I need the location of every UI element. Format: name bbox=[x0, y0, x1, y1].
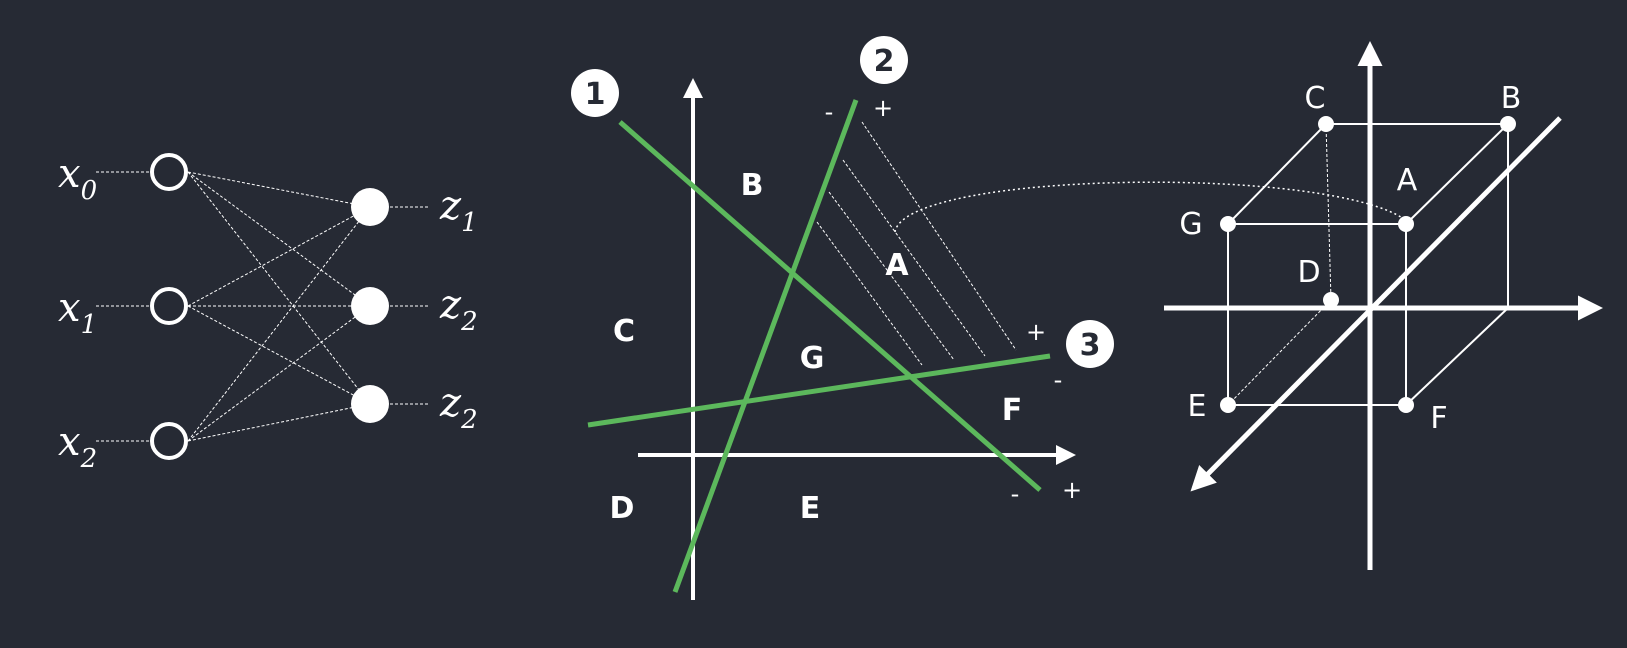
connection-x0-z2 bbox=[187, 171, 371, 307]
cube-vertex-g bbox=[1220, 216, 1236, 232]
region-label-a: A bbox=[885, 248, 909, 283]
line-badge-1-text: 1 bbox=[585, 77, 606, 112]
line-badge-3-text: 3 bbox=[1080, 328, 1101, 363]
input-node-x0 bbox=[150, 153, 188, 191]
line-3-plus-sign: + bbox=[1026, 318, 1046, 346]
boundary-line-1 bbox=[618, 120, 1042, 492]
line-badge-2-text: 2 bbox=[874, 44, 895, 79]
line-badge-3 bbox=[1066, 320, 1114, 368]
line-2-minus-sign: - bbox=[825, 98, 834, 126]
input-label-x2: x2 bbox=[58, 419, 97, 474]
line-1-plus-sign: + bbox=[1062, 476, 1082, 504]
cube-vertex-e bbox=[1220, 397, 1236, 413]
region-a-hatching bbox=[816, 121, 1017, 366]
connection-x1-z3 bbox=[187, 305, 371, 405]
cube-plot: C B A G D E F bbox=[1164, 41, 1603, 570]
cube-y-axis bbox=[1190, 116, 1562, 492]
output-node-z3 bbox=[351, 385, 389, 423]
cube-label-c: C bbox=[1305, 81, 1326, 116]
connection-x1-z1 bbox=[187, 206, 371, 307]
input-label-x0: x0 bbox=[58, 151, 97, 206]
region-label-d: D bbox=[610, 491, 635, 526]
connection-x0-z3 bbox=[187, 171, 371, 405]
cube-label-d: D bbox=[1297, 255, 1320, 290]
connection-x2-z1 bbox=[187, 206, 371, 442]
cube-vertex-a bbox=[1398, 216, 1414, 232]
cube-label-e: E bbox=[1188, 389, 1207, 424]
cube-vertex-b bbox=[1500, 116, 1516, 132]
output-label-z1: z1 bbox=[439, 183, 478, 238]
cube-label-b: B bbox=[1501, 81, 1522, 116]
connection-x2-z2 bbox=[187, 305, 371, 442]
boundary-line-3 bbox=[587, 353, 1051, 428]
mapping-connector bbox=[894, 181, 1409, 233]
network-connections bbox=[96, 171, 430, 442]
line-1-minus-sign: - bbox=[1011, 480, 1020, 508]
input-label-x1: x1 bbox=[58, 285, 97, 340]
cube-vertex-d bbox=[1323, 292, 1339, 308]
boundary-line-2 bbox=[672, 99, 859, 593]
region-label-c: C bbox=[613, 314, 635, 349]
line-2-plus-sign: + bbox=[873, 94, 893, 122]
cube-edges bbox=[1227, 123, 1509, 406]
cube-vertex-c bbox=[1318, 116, 1334, 132]
output-node-z2 bbox=[351, 287, 389, 325]
decision-regions-plot: 1 2 3 - + + - - + A B C D E F G bbox=[571, 36, 1114, 600]
neural-network: x0 x1 x2 z1 z2 z2 bbox=[58, 151, 478, 474]
connection-x2-z3 bbox=[187, 403, 371, 442]
connection-x0-z1 bbox=[187, 171, 371, 208]
input-node-x2 bbox=[150, 422, 188, 460]
region-label-b: B bbox=[741, 168, 764, 203]
line-3-minus-sign: - bbox=[1054, 366, 1063, 394]
region-label-e: E bbox=[800, 491, 821, 526]
output-node-z1 bbox=[351, 188, 389, 226]
line-badge-1 bbox=[571, 69, 619, 117]
cube-vertex-f bbox=[1398, 397, 1414, 413]
region-label-f: F bbox=[1002, 393, 1023, 428]
region-label-g: G bbox=[800, 341, 825, 376]
output-label-z2: z2 bbox=[439, 282, 478, 337]
output-label-z3: z2 bbox=[439, 380, 478, 435]
input-node-x1 bbox=[150, 287, 188, 325]
cube-label-f: F bbox=[1430, 401, 1447, 436]
cube-label-a: A bbox=[1397, 163, 1418, 198]
line-badge-2 bbox=[860, 36, 908, 84]
cube-hidden-edges bbox=[1227, 123, 1332, 406]
cube-label-g: G bbox=[1179, 207, 1202, 242]
